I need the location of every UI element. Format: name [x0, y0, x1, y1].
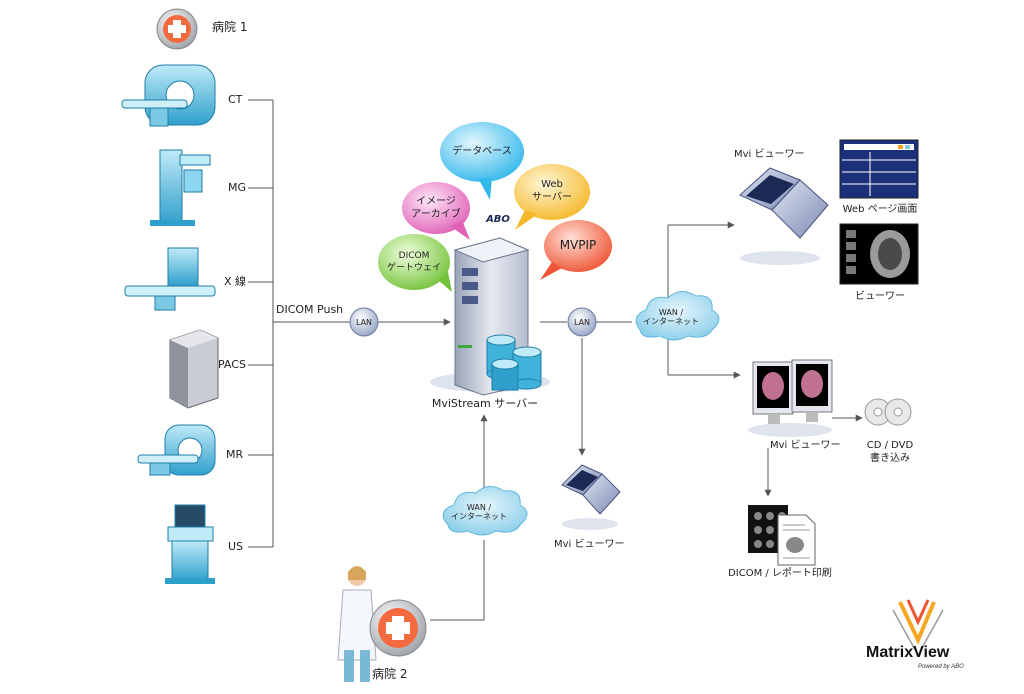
ultrasound-icon: [165, 504, 215, 584]
viewer-screen-label: ビューワー: [855, 291, 905, 302]
lan-right-icon: [567, 307, 597, 337]
image-archive-bubble: [402, 182, 470, 240]
viewer-screen-icon: [839, 223, 919, 285]
mvpip-bubble-label: MVPIP: [559, 238, 597, 252]
hospital-1-label: 病院 1: [212, 20, 248, 34]
film-print-icon: [748, 505, 788, 553]
database-bubble-label: データベース: [452, 146, 512, 157]
modality-mr-label: MR: [226, 448, 244, 461]
dicom-gateway-line1: DICOM: [398, 251, 430, 261]
dicom-print-label: DICOM / レポート印刷: [728, 568, 832, 579]
wan-right-line2: インターネット: [643, 317, 699, 326]
cd-dvd-line2: 書き込み: [870, 453, 910, 464]
wan-bottom-line2: インターネット: [451, 512, 507, 521]
image-archive-line1: イメージ: [416, 196, 456, 207]
hospital-1-icon: [156, 8, 198, 50]
pacs-server-icon: [169, 329, 219, 409]
viewer-top-label: Mvi ビューワー: [734, 149, 805, 160]
modality-pacs-label: PACS: [218, 358, 246, 371]
hospital-2-label: 病院 2: [372, 667, 408, 681]
cd-dvd-icon: [864, 398, 912, 426]
matrixview-logo-text: MatrixView: [866, 644, 950, 661]
modality-us-label: US: [228, 540, 244, 553]
wan-cloud-right-icon: [635, 291, 720, 341]
modality-mg-label: MG: [228, 181, 247, 194]
matrixview-logo-sub: Powered by ABO: [918, 664, 964, 670]
xray-machine-icon: [124, 247, 216, 311]
cd-dvd-line1: CD / DVD: [866, 440, 914, 451]
lan-left-icon: [349, 307, 379, 337]
web-server-bubble: [514, 164, 590, 230]
dicom-push-label: DICOM Push: [276, 303, 344, 316]
web-page-screen-icon: [839, 139, 919, 199]
wan-right-line1: WAN /: [658, 308, 684, 317]
web-page-label: Web ページ画面: [842, 204, 918, 215]
web-server-line2: サーバー: [532, 192, 572, 203]
mammography-icon: [150, 149, 211, 226]
laptop-top-icon: [739, 167, 829, 265]
database-cylinders-icon: [486, 334, 542, 391]
web-server-line1: Web: [541, 179, 563, 190]
ct-scanner-icon: [121, 64, 216, 127]
server-label: MviStream サーバー: [431, 397, 539, 410]
lan-left-label: LAN: [355, 318, 373, 327]
mvpip-bubble: [540, 220, 612, 280]
abo-label: ABO: [486, 214, 510, 225]
hospital-2-icon: [369, 599, 427, 657]
matrixview-logo-mark: [892, 599, 944, 657]
lan-right-label: LAN: [573, 318, 591, 327]
database-bubble: [440, 122, 524, 200]
report-document-icon: [777, 514, 816, 566]
doctor-figure-icon: [337, 566, 377, 682]
dicom-gateway-line2: ゲートウェイ: [386, 263, 441, 273]
wan-cloud-bottom-icon: [442, 486, 528, 536]
laptop-bottom-icon: [561, 464, 621, 530]
wan-bottom-line1: WAN /: [466, 503, 492, 512]
dicom-gateway-bubble: [378, 234, 452, 292]
modality-ct-label: CT: [228, 93, 243, 106]
workstation-icon: [748, 359, 833, 437]
viewer-bottom-label: Mvi ビューワー: [554, 539, 625, 550]
modality-xray-label: X 線: [224, 275, 247, 288]
viewer-workstation-label: Mvi ビューワー: [770, 440, 841, 451]
mri-scanner-icon: [137, 424, 216, 476]
image-archive-line2: アーカイブ: [411, 209, 461, 220]
